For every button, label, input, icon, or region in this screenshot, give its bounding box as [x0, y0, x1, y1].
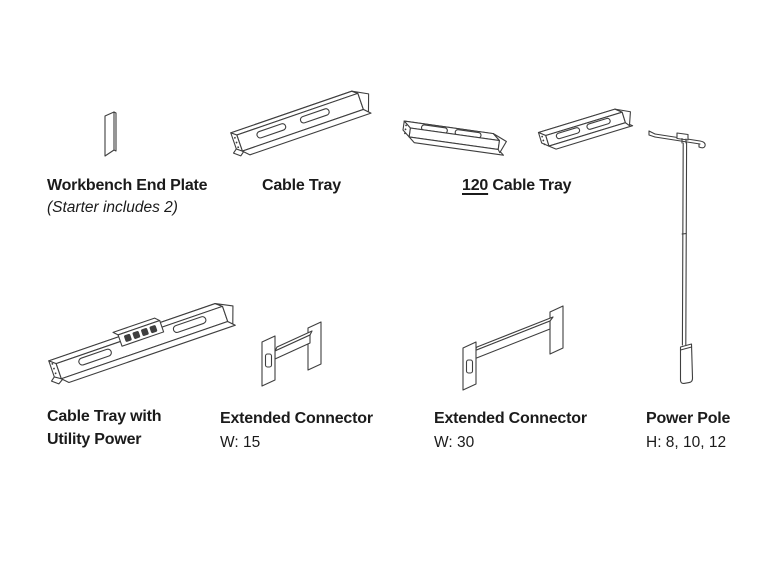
- item-title: Extended Connector: [220, 410, 373, 427]
- item-title: Extended Connector: [434, 410, 587, 427]
- end-plate-drawing-icon: [104, 111, 117, 157]
- 120-cable-tray-right-drawing-icon: [537, 108, 634, 150]
- item-spec: W: 30: [434, 434, 475, 451]
- item-title: Cable Tray: [262, 177, 341, 194]
- item-spec: H: 8, 10, 12: [646, 434, 727, 451]
- item-title-line2: Utility Power: [47, 431, 142, 448]
- item-title-number: 120: [462, 177, 489, 194]
- extended-connector-w15-drawing-icon: [261, 321, 322, 387]
- power-pole-drawing-icon: [648, 130, 706, 384]
- item-title-text: Cable Tray: [492, 177, 572, 194]
- item-title: Workbench End Plate: [47, 177, 208, 194]
- cable-tray-utility-power-drawing-icon: [48, 303, 236, 385]
- extended-connector-w30-drawing-icon: [462, 305, 564, 391]
- item-title: Power Pole: [646, 410, 731, 427]
- item-title-line1: Cable Tray with: [47, 408, 162, 425]
- cable-tray-drawing-icon: [230, 90, 372, 157]
- item-note: (Starter includes 2): [47, 199, 178, 216]
- 120-cable-tray-left-drawing-icon: [402, 120, 507, 156]
- item-spec: W: 15: [220, 434, 261, 451]
